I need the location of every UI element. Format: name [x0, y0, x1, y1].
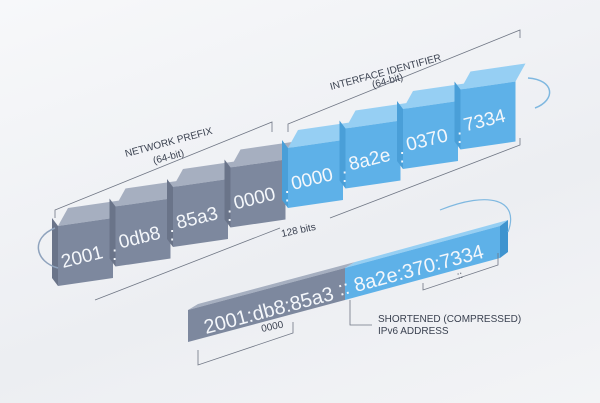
- zero-note-bracket: [197, 322, 294, 366]
- cable-right-bottom-icon: [439, 199, 512, 233]
- cube-side-face: [167, 179, 173, 247]
- cable-left-icon: [37, 227, 59, 269]
- bar-top-gray: [188, 262, 355, 310]
- total-bits-label: 128 bits: [280, 222, 317, 240]
- cube-front-face: [115, 198, 171, 267]
- shortened-label-line1: SHORTENED (COMPRESSED): [378, 314, 521, 325]
- address-cube-7: 7334: [454, 63, 526, 150]
- group-separator: :: [112, 244, 117, 265]
- cube-side-face: [109, 198, 116, 267]
- cube-side-face: [397, 101, 403, 169]
- bar-top-blue: [345, 220, 508, 268]
- cube-side-face: [52, 218, 58, 286]
- address-cube-0: 2001: [52, 200, 123, 286]
- cube-top-face: [58, 200, 123, 226]
- group-separator: :: [170, 225, 175, 246]
- group-separator: :: [400, 147, 405, 168]
- cube-side-face: [224, 159, 231, 228]
- zero-note: 0000: [260, 319, 284, 334]
- cube-top-face: [230, 141, 296, 168]
- cube-top-face: [403, 83, 468, 109]
- bar-front-blue: [345, 226, 500, 300]
- cube-top-face: [173, 161, 238, 187]
- cube-side-face: [339, 120, 346, 189]
- double-colon-bracket: [422, 253, 499, 291]
- network-prefix-bracket: [54, 121, 273, 218]
- address-cube-6: 0370: [397, 83, 468, 169]
- cube-front-face: [345, 120, 401, 189]
- address-cube-5: 8a2e: [339, 102, 411, 189]
- cube-front-face: [403, 101, 458, 169]
- cube-front-face: [460, 81, 516, 150]
- cube-top-face: [345, 102, 411, 129]
- cube-side-face: [454, 81, 461, 150]
- cube-side-face: [282, 140, 288, 208]
- address-cube-4: 0000: [282, 122, 353, 208]
- group-separator: :: [285, 186, 290, 207]
- group-separator: :: [227, 205, 232, 226]
- group-separator: :: [457, 127, 462, 148]
- shortened-pointer: [349, 300, 372, 326]
- short-compress-text: ::: [336, 277, 352, 301]
- cube-front-face: [230, 159, 286, 228]
- bar-front-gray: [188, 268, 345, 342]
- cable-right-top-icon: [527, 77, 551, 109]
- cube-front-face: [173, 179, 228, 247]
- cube-top-face: [288, 122, 353, 148]
- double-colon-note: ::: [456, 270, 464, 282]
- cube-front-face: [58, 218, 113, 286]
- group-separator: :: [342, 166, 347, 187]
- total-bits-bracket: [94, 138, 521, 301]
- address-cube-1: 0db8: [109, 180, 181, 267]
- bar-right-end: [500, 220, 508, 258]
- address-cube-2: 85a3: [167, 161, 238, 247]
- shortened-label-line2: IPv6 ADDRESS: [378, 326, 449, 337]
- cube-top-face: [115, 180, 181, 207]
- cube-front-face: [288, 140, 343, 208]
- address-cube-3: 0000: [224, 141, 296, 228]
- group-separators: :::::::: [112, 127, 462, 265]
- cube-top-face: [460, 63, 526, 90]
- interface-id-bracket: [287, 29, 521, 132]
